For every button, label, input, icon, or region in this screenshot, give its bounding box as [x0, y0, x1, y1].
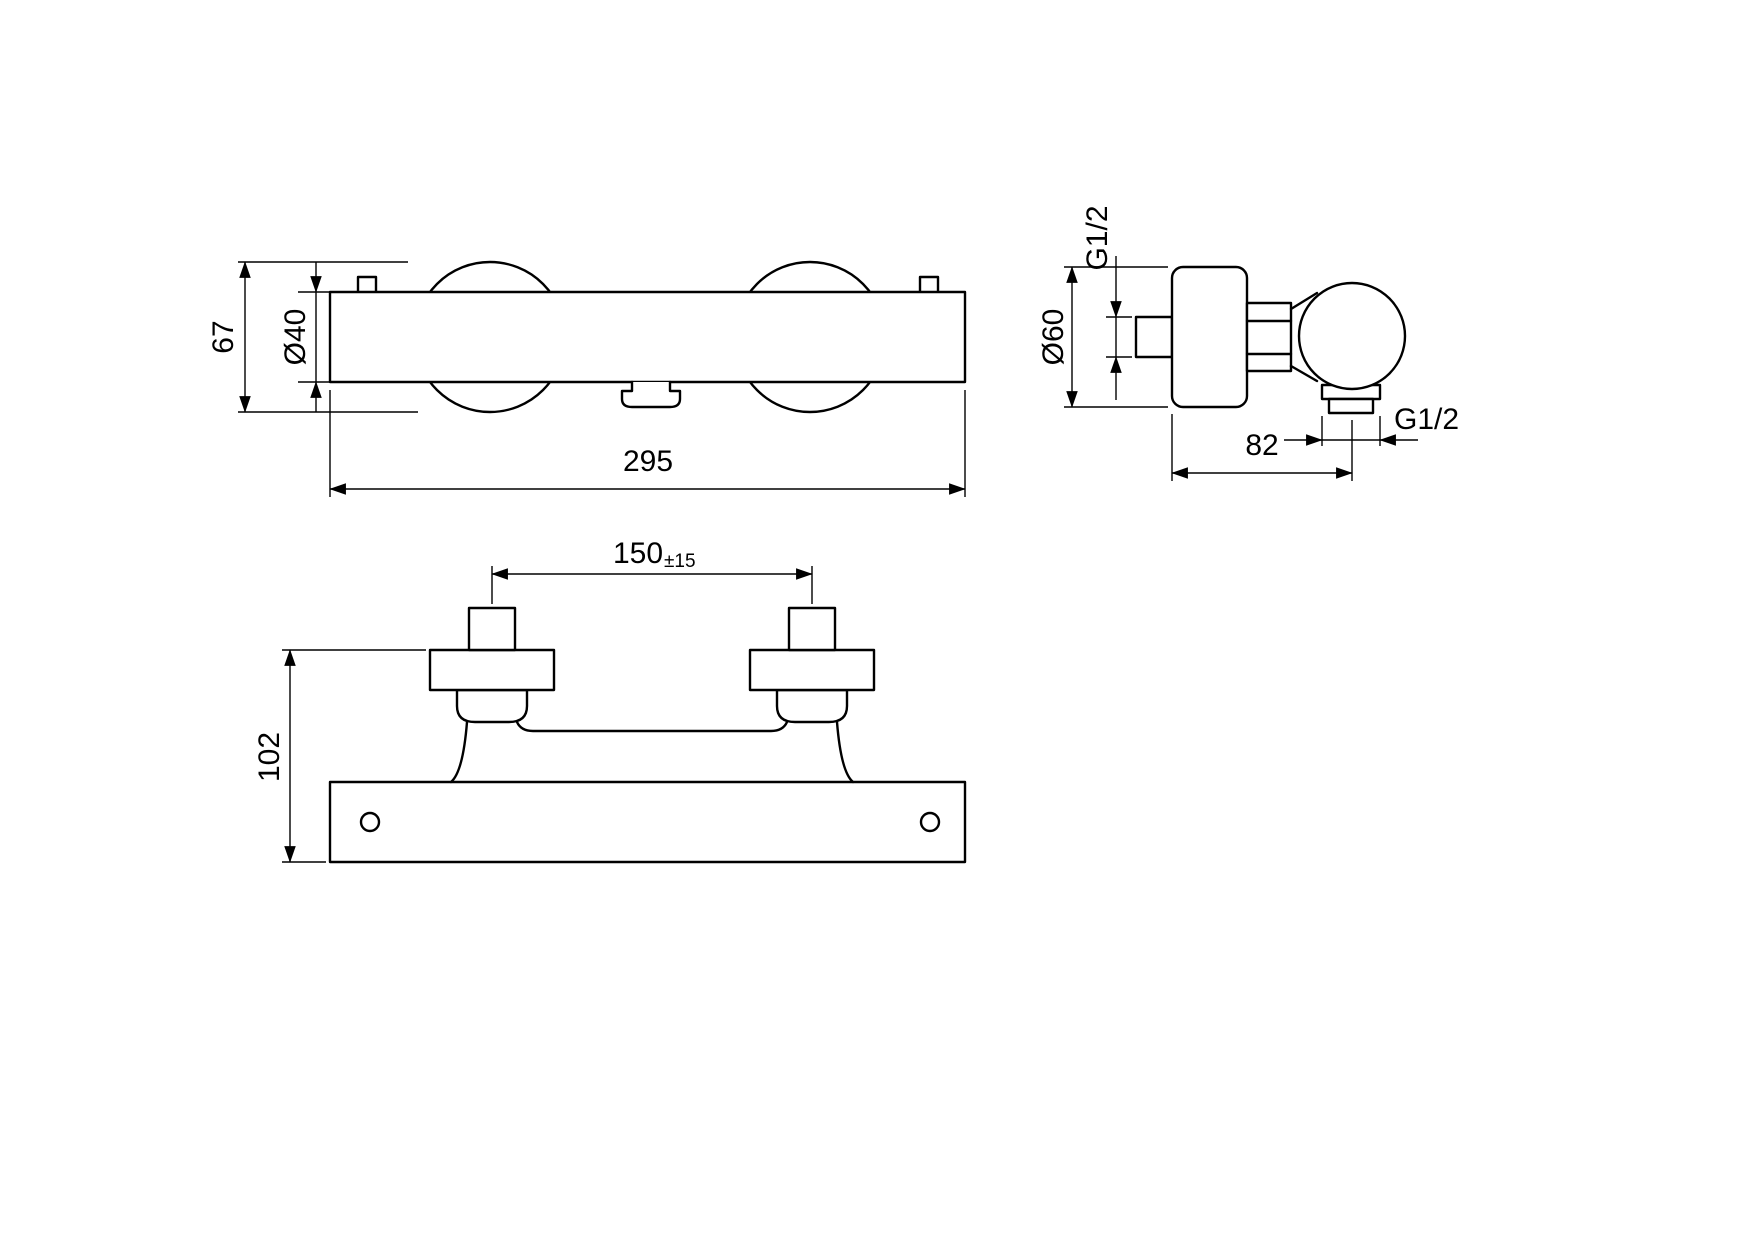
bottom-left-inlet-connector	[428, 606, 556, 724]
bottom-center-ridge	[515, 720, 789, 733]
side-dim-outlet-thread: G1/2	[1284, 403, 1459, 446]
bottom-left-screw-hole	[359, 811, 381, 833]
side-escutcheon	[1170, 265, 1249, 409]
side-knob	[1297, 281, 1407, 391]
bottom-right-hex-nut	[775, 688, 849, 724]
side-outlet-thread-label: G1/2	[1394, 403, 1459, 436]
side-inlet-thread-label: G1/2	[1081, 205, 1114, 270]
bottom-right-inlet-connector	[748, 606, 876, 724]
bottom-right-boss-outer-flank	[835, 720, 855, 784]
bottom-right-screw-hole	[919, 811, 941, 833]
bottom-right-eccentric-flange	[748, 648, 876, 692]
front-right-cap	[918, 275, 940, 295]
front-body-bar	[328, 290, 967, 384]
side-view: G1/2 Ø60 82 G1/2	[1037, 205, 1459, 481]
front-body-diameter-label: Ø40	[279, 309, 312, 366]
side-dim-depth: 82	[1171, 414, 1353, 481]
front-dim-overall-length: 295	[329, 390, 966, 497]
side-depth-label: 82	[1245, 429, 1278, 462]
front-outlet-spout	[620, 380, 682, 409]
bottom-dim-inlet-spacing: 150 ±15	[491, 537, 813, 604]
bottom-body-bar	[328, 780, 967, 864]
front-dim-overall-height: 67	[207, 261, 418, 413]
side-cone-bottom-edge	[1289, 364, 1319, 383]
front-overall-length-label: 295	[623, 445, 673, 478]
bottom-inlet-spacing-tolerance-label: ±15	[664, 551, 696, 572]
front-left-cap	[356, 275, 378, 295]
side-outlet-thread	[1327, 397, 1375, 415]
bottom-inlet-spacing-label: 150	[613, 537, 663, 570]
side-inlet-thread	[1134, 315, 1174, 359]
bottom-dim-body-height: 102	[253, 649, 426, 863]
front-overall-height-label: 67	[207, 320, 240, 353]
front-dim-body-diameter: Ø40	[279, 262, 332, 412]
side-dim-inlet-thread: G1/2	[1081, 205, 1132, 400]
side-escutcheon-diameter-label: Ø60	[1037, 309, 1070, 366]
bottom-left-hex-nut	[455, 688, 529, 724]
bottom-body-height-label: 102	[253, 732, 286, 782]
bottom-left-thread-stub	[467, 606, 517, 652]
side-dim-escutcheon-diameter: Ø60	[1037, 266, 1168, 408]
side-hex-nut	[1245, 301, 1293, 373]
bottom-left-eccentric-flange	[428, 648, 556, 692]
front-view: 67 Ø40 295	[207, 260, 967, 497]
bottom-view: 150 ±15 102	[253, 537, 967, 864]
bottom-left-boss-outer-flank	[449, 720, 469, 784]
side-cone-top-edge	[1289, 291, 1319, 311]
bottom-right-thread-stub	[787, 606, 837, 652]
